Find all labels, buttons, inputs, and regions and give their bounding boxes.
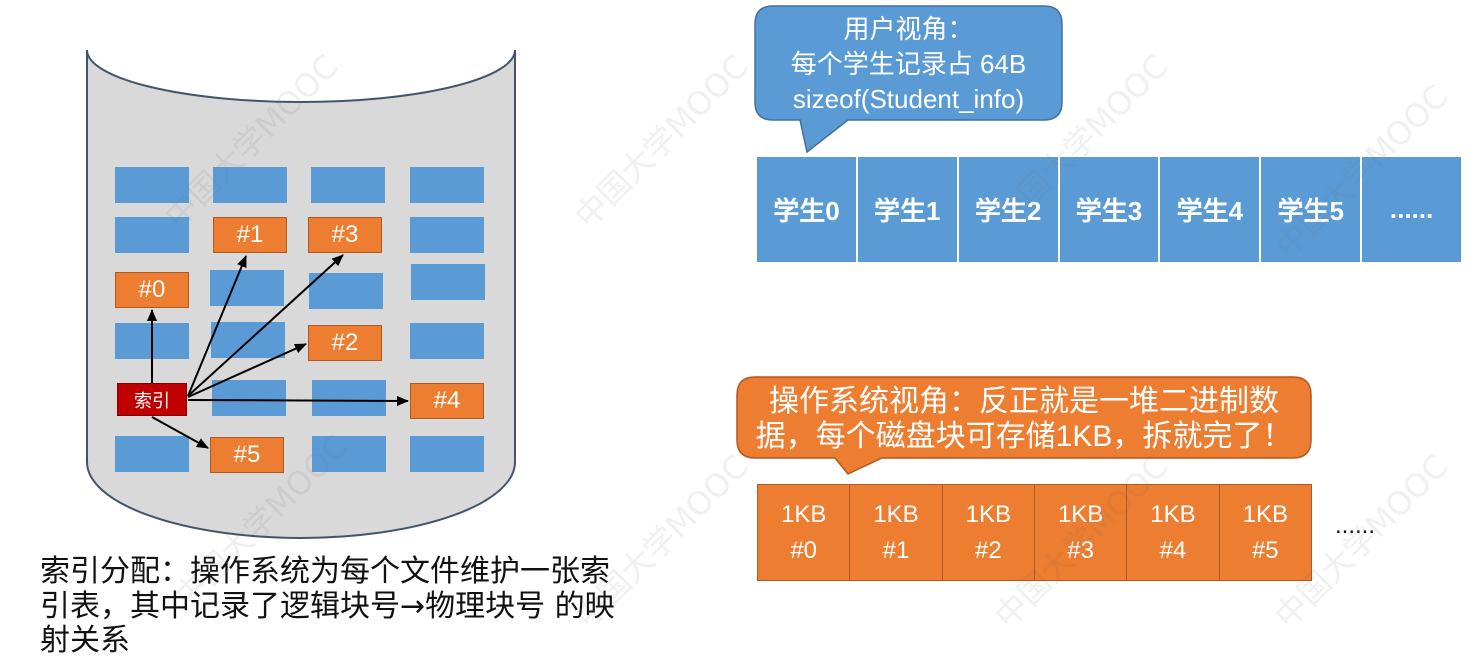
block-id: #5 [1251, 536, 1279, 564]
record-cell: 学生4 [1160, 157, 1260, 262]
record-cell: 学生0 [757, 157, 856, 262]
user-view-bubble-shape [754, 5, 1063, 154]
disk-block-cell: 1KB #3 [1033, 485, 1127, 580]
record-cell: 学生2 [958, 157, 1058, 262]
user-view-bubble: 用户视角： 每个学生记录占 64B sizeof(Student_info) [755, 12, 1062, 117]
disk-block-cell: 1KB #2 [941, 485, 1034, 580]
block-id: #1 [882, 536, 910, 564]
block-size: 1KB [873, 500, 919, 528]
block-size: 1KB [1242, 500, 1288, 528]
disk-block [115, 323, 189, 359]
disk-block [410, 167, 484, 203]
more-blocks-ellipsis: ...... [1335, 512, 1376, 539]
disk-block [210, 270, 284, 306]
block-size: 1KB [1057, 500, 1104, 528]
caption-line: 射关系 [40, 623, 130, 658]
disk-block-cell: 1KB #0 [758, 485, 850, 580]
file-block-5: #5 [210, 437, 284, 473]
os-view-line: 操作系统视角：反正就是一堆二进制数 [769, 385, 1279, 418]
disk-block [311, 167, 385, 203]
caption-line: 引表，其中记录了逻辑块号→物理块号 的映 [40, 588, 615, 624]
block-size: 1KB [965, 500, 1011, 528]
disk-block [312, 436, 386, 472]
disk-blocks-row: 1KB #0 1KB #1 1KB #2 1KB #3 1KB #4 1KB #… [757, 484, 1312, 581]
user-view-title: 用户视角： [843, 14, 974, 44]
disk-block [115, 217, 189, 253]
disk-block [115, 436, 189, 472]
record-cell-more: ...... [1362, 157, 1462, 262]
caption-line: 索引分配：操作系统为每个文件维护一张索 [40, 554, 610, 589]
record-cell: 学生1 [857, 157, 957, 262]
block-id: #2 [974, 536, 1002, 564]
disk-block [211, 322, 285, 358]
disk-block-cell: 1KB #1 [849, 485, 942, 580]
disk-block [410, 436, 484, 472]
file-block-1: #1 [213, 217, 287, 253]
index-allocation-caption: 索引分配：操作系统为每个文件维护一张索 引表，其中记录了逻辑块号→物理块号 的映… [40, 554, 615, 659]
disk-block [213, 167, 287, 203]
disk-block [410, 323, 484, 359]
user-view-sizeof: sizeof(Student_info) [792, 84, 1025, 114]
os-view-bubble: 操作系统视角：反正就是一堆二进制数 据，每个磁盘块可存储1KB，拆就完了！ [737, 384, 1311, 454]
block-id: #3 [1067, 536, 1094, 564]
record-cell: 学生3 [1059, 157, 1159, 262]
disk-block [115, 167, 189, 203]
os-view-bubble-shape [736, 376, 1312, 475]
block-id: #4 [1159, 536, 1187, 564]
file-block-0: #0 [115, 272, 189, 308]
record-cell: 学生5 [1261, 157, 1361, 262]
block-id: #0 [790, 536, 818, 564]
disk-block [212, 380, 286, 416]
file-block-4: #4 [410, 383, 484, 419]
disk-block [411, 264, 485, 300]
block-size: 1KB [780, 500, 827, 528]
student-records-row: 学生0 学生1 学生2 学生3 学生4 学生5 ...... [757, 157, 1462, 262]
disk-block-cell: 1KB #5 [1218, 485, 1311, 580]
file-block-2: #2 [308, 325, 382, 361]
disk-block [410, 217, 484, 253]
os-view-line: 据，每个磁盘块可存储1KB，拆就完了！ [755, 420, 1293, 453]
block-size: 1KB [1150, 500, 1196, 528]
disk-block-cell: 1KB #4 [1126, 485, 1219, 580]
disk-block [309, 273, 383, 309]
disk-block [312, 380, 386, 416]
file-block-3: #3 [308, 217, 382, 253]
user-view-record-size: 每个学生记录占 64B [790, 49, 1027, 79]
index-block: 索引 [117, 383, 187, 416]
